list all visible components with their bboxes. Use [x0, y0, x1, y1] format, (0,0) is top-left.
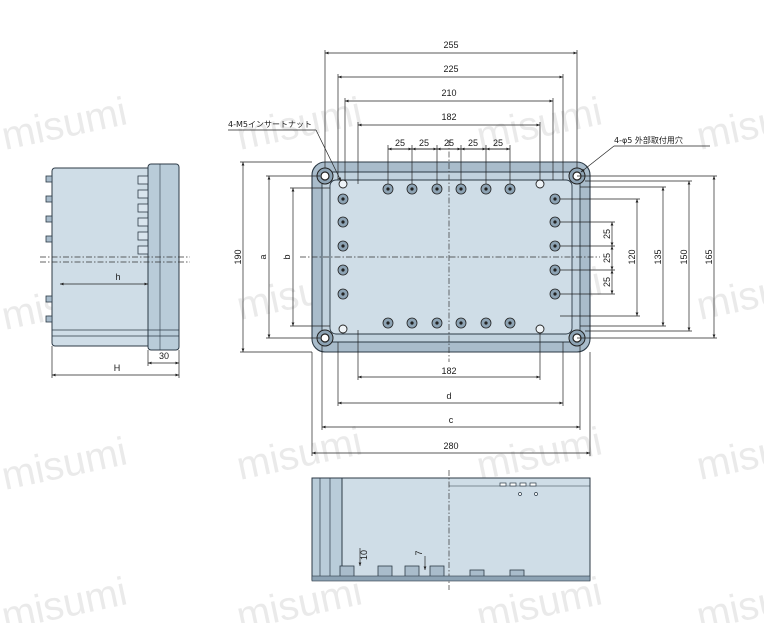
front-view — [300, 140, 600, 362]
dim-30: 30 — [159, 351, 169, 361]
dim-pitch-25: 25 — [395, 138, 405, 148]
bottom-body — [311, 477, 591, 581]
dim-7: 7 — [414, 550, 424, 555]
dim-pitch-25: 25 — [419, 138, 429, 148]
side-lid-ribs — [137, 175, 149, 255]
dim-left-b: b — [282, 254, 292, 259]
dim-pitch-25: 25 — [493, 138, 503, 148]
dim-right-135: 135 — [653, 249, 663, 264]
dim-right-25: 25 — [602, 229, 612, 239]
dim-182-bottom: 182 — [441, 366, 456, 376]
bottom-lid-edge — [311, 477, 343, 581]
watermark-text: misumi — [0, 89, 131, 158]
watermark-text: misumi — [693, 89, 764, 158]
watermark-text: misumi — [473, 89, 606, 158]
watermark-text: misumi — [693, 569, 764, 623]
front-dims-top: 255 225 210 182 25 25 25 25 25 — [324, 40, 578, 184]
insert-nuts — [338, 179, 545, 334]
side-view — [40, 163, 190, 351]
dim-left-190: 190 — [233, 249, 243, 264]
boss-row-top — [382, 183, 516, 195]
bottom-dims: 10 7 — [358, 548, 427, 570]
front-dims-left: 190 a b — [233, 161, 330, 353]
dim-h: h — [115, 272, 120, 282]
dim-182-top: 182 — [441, 112, 456, 122]
callout-insert-nut: 4-M5インサートナット — [228, 120, 342, 182]
dim-right-165: 165 — [704, 249, 714, 264]
dim-right-25: 25 — [602, 253, 612, 263]
dim-pitch-25: 25 — [444, 138, 454, 148]
watermark-text: misumi — [0, 429, 131, 498]
watermark-text: misumi — [693, 259, 764, 328]
bottom-view — [311, 470, 591, 590]
dim-280: 280 — [443, 441, 458, 451]
bottom-slots — [499, 482, 538, 496]
dim-c: c — [449, 415, 454, 425]
mount-hole-label: 4-φ5 外部取付用穴 — [614, 135, 683, 145]
dim-pitch-25: 25 — [468, 138, 478, 148]
boss-column-left — [337, 193, 349, 300]
dim-H: H — [114, 363, 121, 373]
dim-255: 255 — [443, 40, 458, 50]
dim-right-150: 150 — [679, 249, 689, 264]
dim-right-120: 120 — [627, 249, 637, 264]
dim-210: 210 — [441, 88, 456, 98]
side-tabs — [45, 175, 53, 323]
front-dims-bottom: 182 d c 280 — [311, 330, 591, 456]
watermark-text: misumi — [0, 569, 131, 623]
front-dims-right: 25 25 25 120 135 150 165 — [560, 175, 717, 339]
insert-nut-label: 4-M5インサートナット — [228, 120, 312, 129]
dim-left-a: a — [258, 254, 268, 259]
boss-row-bottom — [382, 317, 516, 329]
dim-d: d — [446, 391, 451, 401]
dim-right-25: 25 — [602, 277, 612, 287]
watermark-text: misumi — [693, 419, 764, 488]
dim-225: 225 — [443, 64, 458, 74]
dim-10: 10 — [359, 550, 369, 560]
side-dims: h 30 H — [51, 272, 180, 378]
callout-mount-hole: 4-φ5 外部取付用穴 — [580, 135, 710, 173]
